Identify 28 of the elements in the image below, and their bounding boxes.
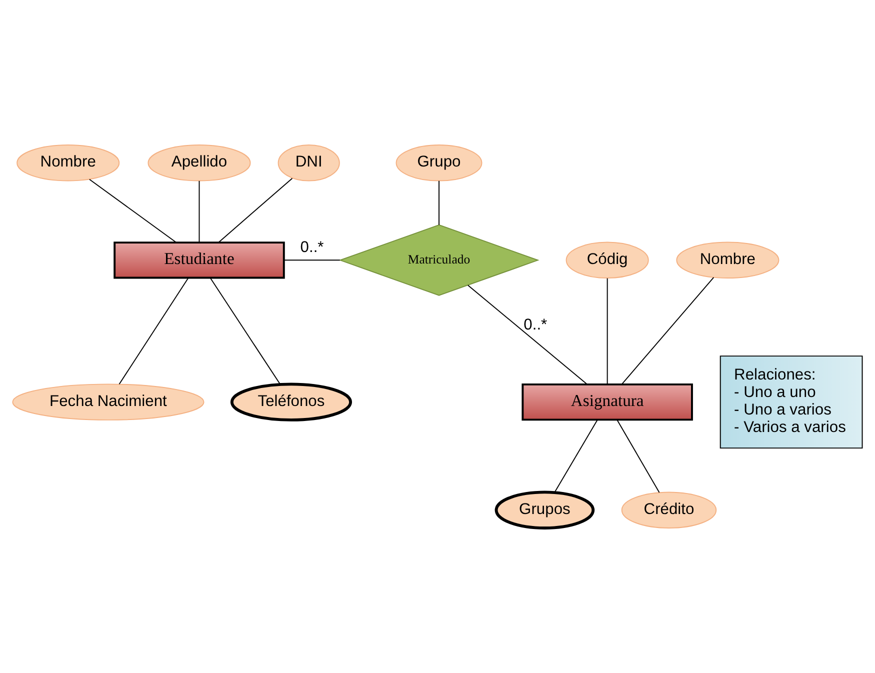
- node-ellipse: Nombre: [16, 144, 120, 182]
- connector: [118, 278, 189, 385]
- node-diamond: Matriculado: [338, 224, 540, 296]
- connector: [210, 278, 281, 385]
- connector: [467, 284, 588, 385]
- node-ellipse: Códig: [566, 242, 649, 279]
- node-box: Relaciones: - Uno a uno - Uno a varios - Varios a varios: [720, 356, 863, 449]
- connector: [198, 180, 200, 243]
- connector: [554, 420, 598, 493]
- connector: [616, 420, 660, 493]
- edge-label: 0..*: [300, 239, 324, 256]
- connector: [621, 276, 714, 385]
- node-ellipse: Grupo: [396, 144, 482, 182]
- node-ellipse: Fecha Nacimient: [12, 384, 204, 420]
- connector: [88, 178, 177, 243]
- node-ellipse: Crédito: [621, 492, 717, 528]
- node-box: Asignatura: [522, 383, 693, 421]
- node-ellipse: Apellido: [148, 144, 251, 182]
- node-ellipse: Nombre: [676, 242, 780, 279]
- connector: [218, 178, 293, 243]
- node-ellipse: DNI: [278, 144, 340, 182]
- node-ellipse: Teléfonos: [230, 382, 352, 422]
- connector: [284, 260, 340, 261]
- edge-label: 0..*: [524, 316, 548, 334]
- connector: [438, 180, 440, 226]
- connector: [606, 278, 608, 385]
- node-box: Estudiante: [114, 242, 285, 279]
- node-ellipse: Grupos: [494, 490, 595, 530]
